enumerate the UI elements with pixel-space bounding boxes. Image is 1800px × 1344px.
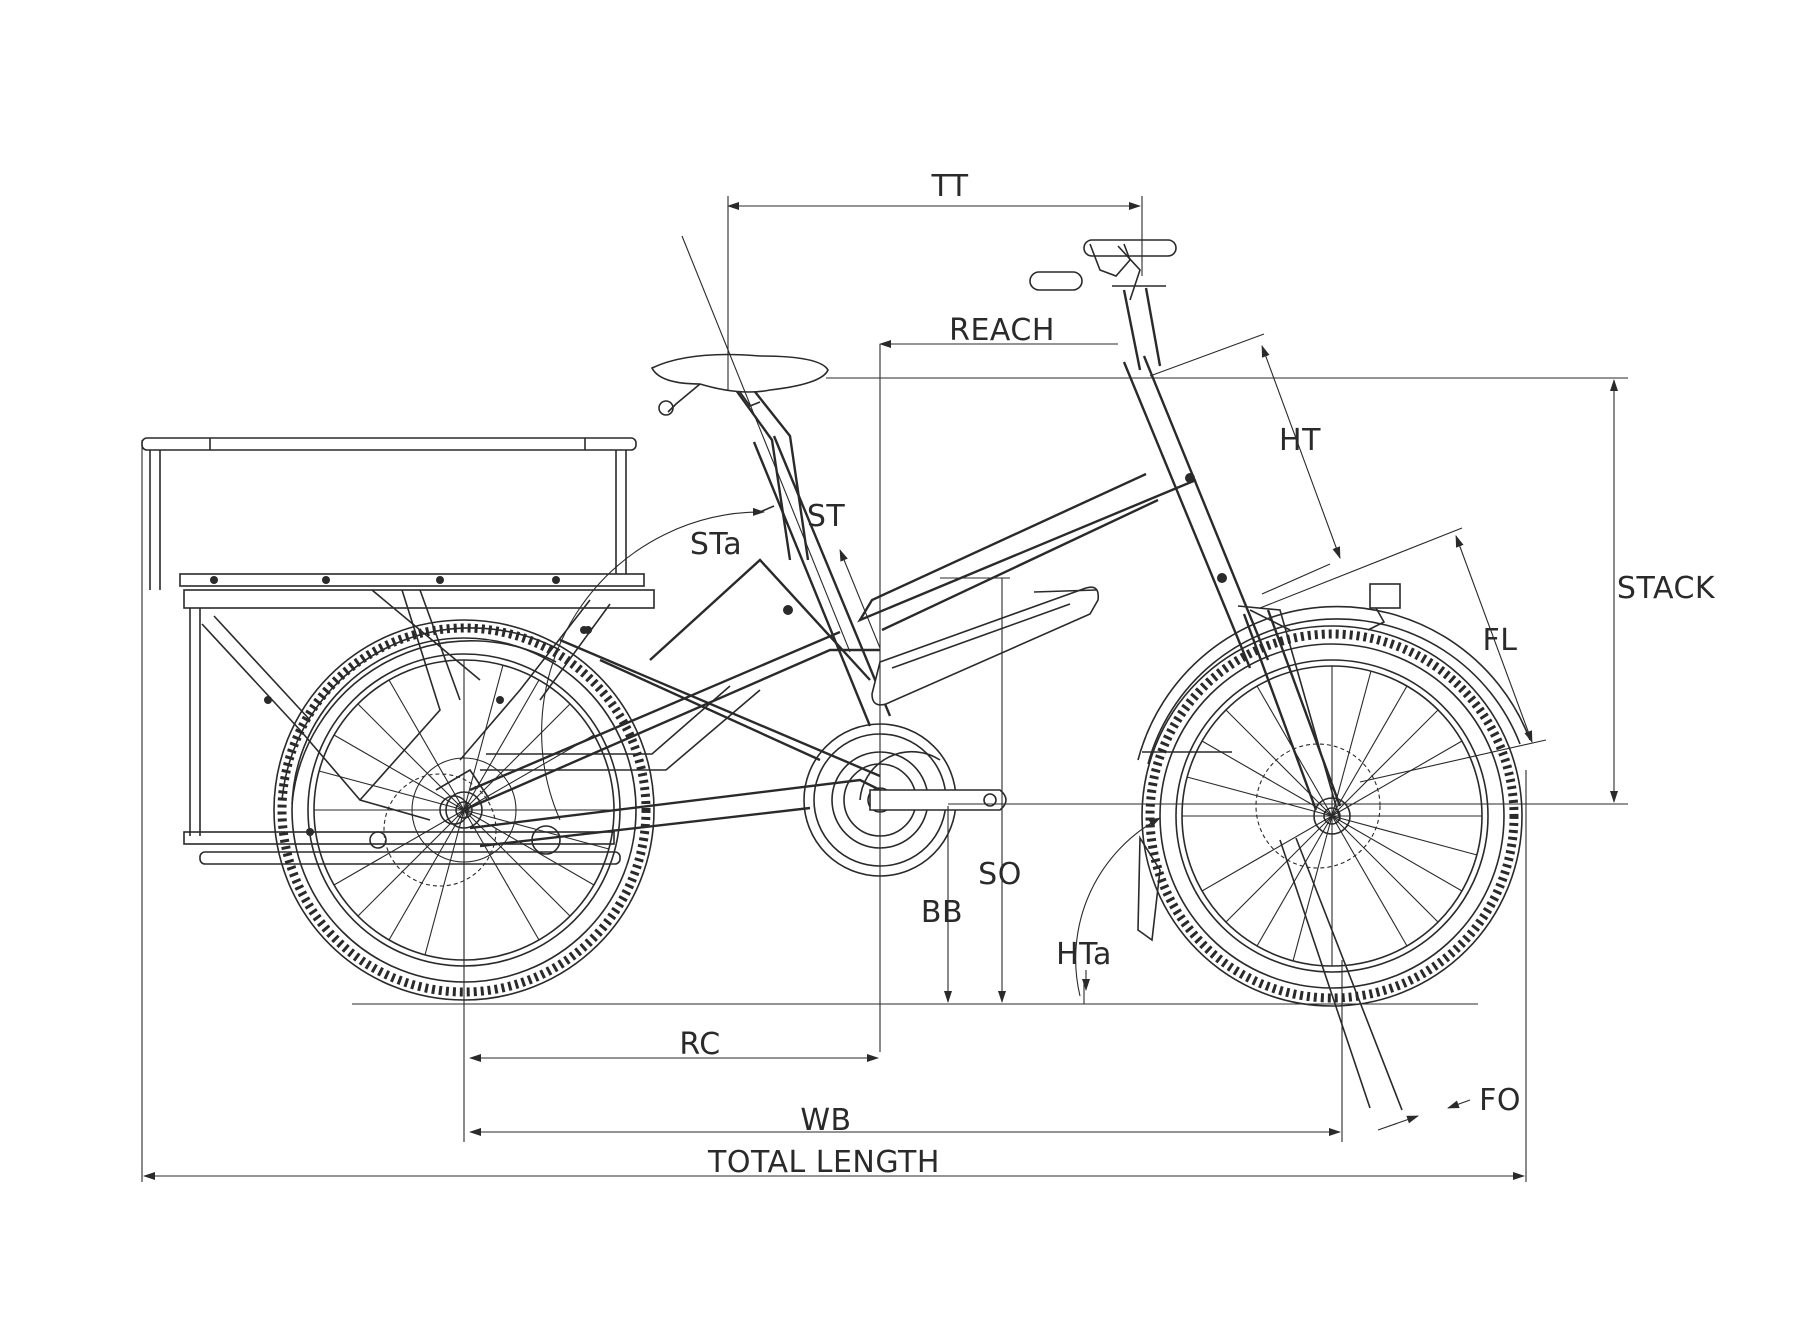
frame	[463, 435, 1197, 848]
label-ht: HT	[1279, 423, 1321, 458]
label-tt: TT	[930, 169, 968, 204]
dimension-labels: TT REACH HT STACK ST STa FL SO BB HTa RC…	[679, 169, 1716, 1180]
rear-fender	[281, 627, 561, 801]
front-wheel	[1141, 625, 1523, 1007]
label-bb: BB	[921, 895, 963, 930]
label-stack: STACK	[1617, 571, 1716, 606]
battery	[871, 586, 1100, 706]
label-wb: WB	[800, 1103, 851, 1138]
label-hta: HTa	[1056, 937, 1112, 972]
label-total-length: TOTAL LENGTH	[707, 1145, 940, 1180]
label-fo: FO	[1479, 1083, 1521, 1118]
front-fender	[1137, 605, 1531, 942]
front-fork	[1242, 609, 1403, 1111]
label-so: SO	[978, 857, 1022, 892]
label-sta: STa	[690, 527, 742, 562]
fo-dimension-left	[1377, 1115, 1419, 1131]
bike-drawing	[141, 239, 1531, 1111]
rear-dropout	[369, 768, 561, 855]
rack-bolts	[210, 576, 588, 836]
hta-arc	[1075, 817, 1161, 997]
crankset	[803, 723, 1007, 877]
st-dimension	[839, 549, 881, 649]
dimension-lines	[141, 196, 1628, 1182]
sta-arc	[541, 507, 765, 821]
ht-dimension	[1261, 345, 1341, 559]
fl-dimension	[1455, 535, 1533, 743]
headlight	[1367, 583, 1401, 631]
label-fl: FL	[1483, 623, 1518, 658]
front-spokes	[1182, 666, 1482, 966]
fo-dimension-right	[1447, 1099, 1471, 1109]
label-rc: RC	[679, 1027, 720, 1062]
label-st: ST	[807, 499, 846, 534]
label-reach: REACH	[949, 313, 1055, 348]
